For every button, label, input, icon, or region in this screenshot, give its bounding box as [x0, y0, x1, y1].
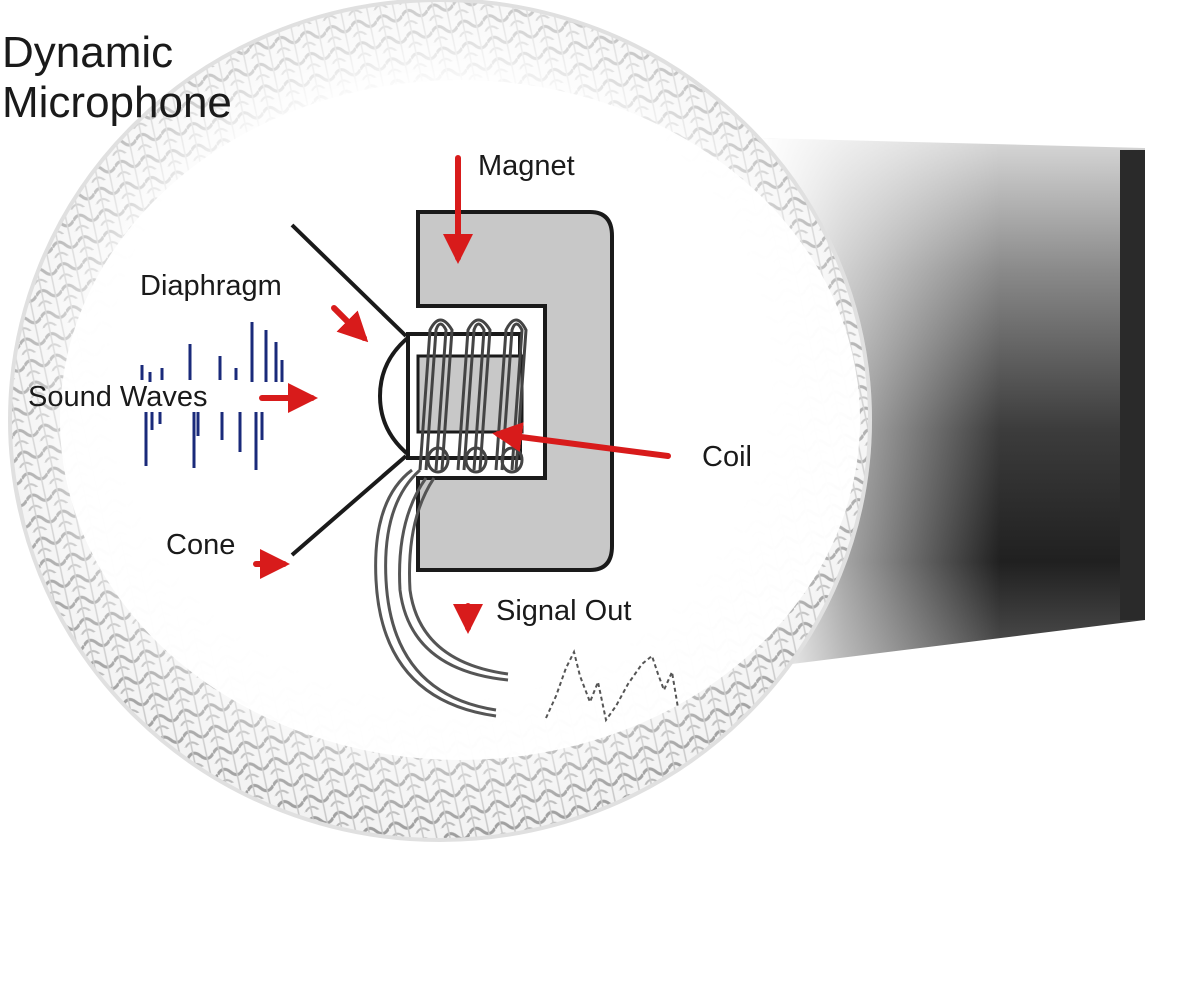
diaphragm-arrow: [331, 305, 369, 343]
title-line-1: Dynamic: [2, 28, 174, 77]
magnet-label: Magnet: [478, 150, 575, 182]
pointer-arrows: [253, 155, 671, 634]
coil-arrow: [492, 422, 671, 459]
diaphragm-shape: [377, 331, 412, 461]
title-line-2: Microphone: [2, 78, 232, 127]
sound-waves: [140, 322, 284, 470]
cone-line-lower: [290, 454, 408, 557]
cone-label: Cone: [166, 529, 235, 561]
coil-windings: [418, 318, 528, 474]
signal-out-label: Signal Out: [496, 595, 631, 627]
signal-wires: [374, 468, 509, 718]
cone-line-upper: [290, 223, 408, 338]
diaphragm-label: Diaphragm: [140, 270, 282, 302]
diagram-title: Dynamic Microphone: [2, 28, 232, 128]
magnet-shape: [416, 210, 614, 572]
sound-waves-label: Sound Waves: [28, 381, 207, 413]
coil-label: Coil: [702, 441, 752, 473]
